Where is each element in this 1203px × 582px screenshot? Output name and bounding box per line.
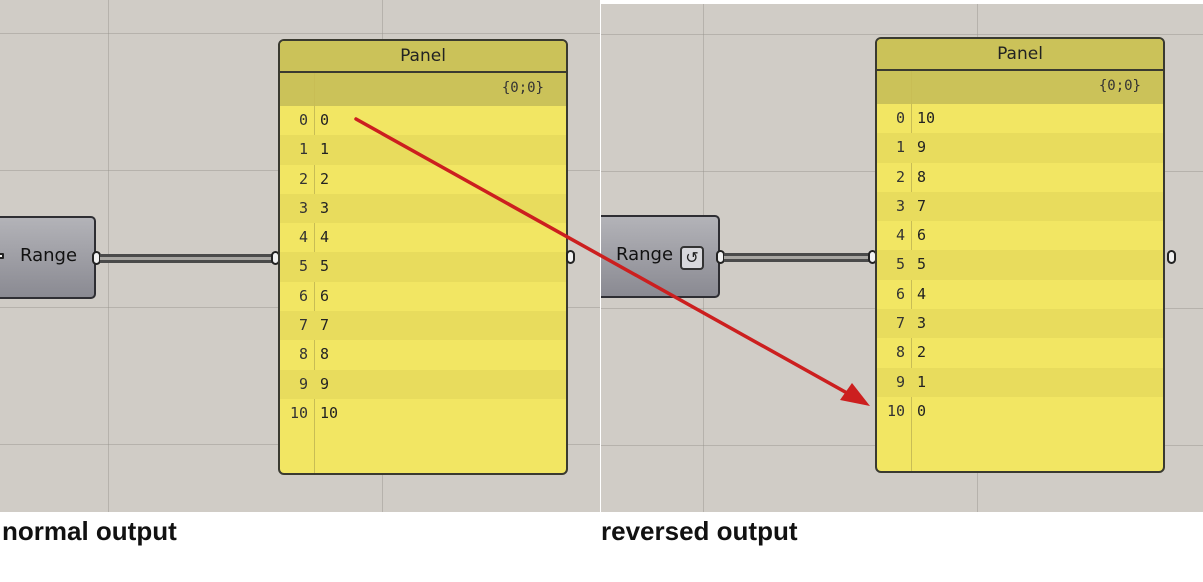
panel-row-value: 7 bbox=[917, 196, 927, 215]
panel-row-index: 6 bbox=[298, 286, 308, 305]
panel-row: 10 0 bbox=[877, 397, 1163, 426]
range-component[interactable]: Range bbox=[0, 216, 96, 299]
panel-row-index: 10 bbox=[886, 401, 905, 420]
range-input-port[interactable] bbox=[0, 253, 4, 259]
panel-row-index: 1 bbox=[298, 140, 308, 159]
panel-row-index: 9 bbox=[298, 374, 308, 393]
panel-row-value: 8 bbox=[917, 167, 927, 186]
range-component-label: Range bbox=[20, 245, 78, 266]
panel-row-index: 3 bbox=[298, 198, 308, 217]
panel-title: Panel bbox=[877, 39, 1163, 71]
panel-row-value: 1 bbox=[917, 372, 927, 391]
panel-row-value: 2 bbox=[320, 169, 330, 188]
panel-row-value: 6 bbox=[917, 226, 927, 245]
panel-title: Panel bbox=[280, 41, 566, 73]
panel-row-index: 5 bbox=[895, 255, 905, 274]
panel-row-index: 4 bbox=[298, 228, 308, 247]
panel-row-index: 7 bbox=[895, 314, 905, 333]
panel-row-value: 4 bbox=[320, 228, 330, 247]
panel-row-value: 0 bbox=[320, 111, 330, 129]
panel-row-value: 6 bbox=[320, 286, 330, 305]
panel-row-value: 2 bbox=[917, 343, 927, 362]
range-component[interactable]: Range ↺ bbox=[601, 215, 720, 298]
panel-output-port[interactable] bbox=[566, 250, 575, 264]
panel-row-value: 1 bbox=[320, 140, 330, 159]
panel-row-value: 4 bbox=[917, 284, 927, 303]
panel-row-index: 7 bbox=[298, 316, 308, 335]
panel-row-index: 1 bbox=[895, 138, 905, 157]
panel-row-index: 4 bbox=[895, 226, 905, 245]
panel-branch-path: {0;0} bbox=[877, 71, 1163, 104]
caption-normal-output: normal output bbox=[2, 516, 177, 546]
panel-row-index: 3 bbox=[895, 196, 905, 215]
panel-row-value: 3 bbox=[320, 198, 330, 217]
panel-row-index: 0 bbox=[895, 109, 905, 127]
panel-row-value: 9 bbox=[320, 374, 330, 393]
panel-row-value: 3 bbox=[917, 314, 927, 333]
panel-row-value: 0 bbox=[917, 401, 927, 420]
panel-row-value: 9 bbox=[917, 138, 927, 157]
panel-row-index: 9 bbox=[895, 372, 905, 391]
panel-row-index: 6 bbox=[895, 284, 905, 303]
reverse-icon[interactable]: ↺ bbox=[680, 246, 704, 270]
panel-row-index: 2 bbox=[895, 167, 905, 186]
panel-branch-path: {0;0} bbox=[280, 73, 566, 106]
panel-row-value: 8 bbox=[320, 345, 330, 364]
data-wire[interactable] bbox=[724, 253, 873, 262]
panel-row-index: 2 bbox=[298, 169, 308, 188]
panel-row-index: 0 bbox=[298, 111, 308, 129]
panel-row: 0 10 bbox=[877, 104, 1163, 133]
panel-row-value: 5 bbox=[320, 257, 330, 276]
range-component-label: Range bbox=[616, 244, 674, 265]
panel-row-value: 5 bbox=[917, 255, 927, 274]
caption-reversed-output: reversed output bbox=[601, 516, 798, 546]
data-wire[interactable] bbox=[100, 254, 276, 263]
panel-row-value: 10 bbox=[320, 403, 339, 422]
panel-row-index: 8 bbox=[298, 345, 308, 364]
panel-row-index: 5 bbox=[298, 257, 308, 276]
panel-row-value: 10 bbox=[917, 109, 936, 127]
panel-row-value: 7 bbox=[320, 316, 330, 335]
panel-row: 10 10 bbox=[280, 399, 566, 428]
panel-row-index: 8 bbox=[895, 343, 905, 362]
panel-output-port[interactable] bbox=[1167, 250, 1176, 264]
panel-row-index: 10 bbox=[289, 403, 308, 422]
